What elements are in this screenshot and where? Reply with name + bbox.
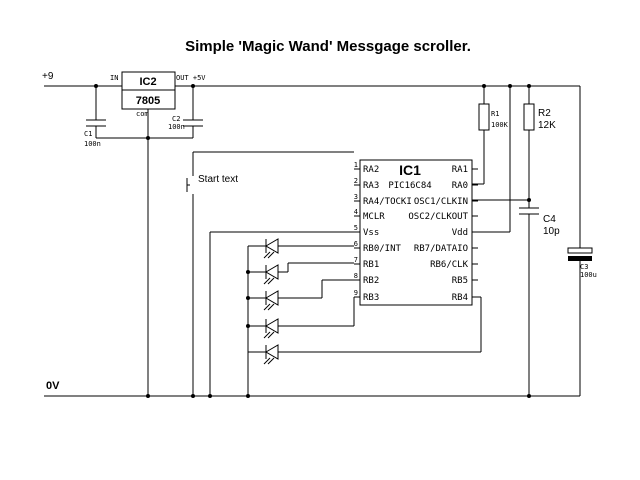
resistor-r1: R1 100K: [472, 86, 509, 185]
pin-label: RB1: [363, 260, 379, 270]
pin-number: 5: [354, 224, 358, 232]
supply-label: +9: [42, 71, 54, 82]
c2-value: 100n: [168, 123, 185, 131]
pin-label: RA3: [363, 181, 379, 191]
pin-label: RB5: [452, 276, 468, 286]
pin-number: 2: [354, 177, 358, 185]
pin-label: RB7/DATAIO: [414, 244, 468, 254]
pin-label: Vdd: [452, 228, 468, 238]
c3-value: 100u: [580, 271, 597, 279]
pin-number: 9: [354, 289, 358, 297]
r2-name: R2: [538, 108, 551, 119]
r1-value: 100K: [491, 121, 509, 129]
r1-name: R1: [491, 110, 499, 118]
regulator-name: IC2: [139, 76, 156, 88]
pin-label: RB4: [452, 293, 468, 303]
c4-value: 10p: [543, 226, 560, 237]
mcu-name: IC1: [399, 162, 421, 178]
regulator-ic2: IC2 7805 IN OUT +5V com: [110, 71, 206, 396]
pin-label: Vss: [363, 228, 379, 238]
c4-name: C4: [543, 214, 556, 225]
capacitor-c2: C2 100n: [168, 86, 203, 138]
ground-rail: 0V: [44, 380, 580, 397]
r2-value: 12K: [538, 120, 556, 131]
pin-label: RA0: [452, 181, 468, 191]
pin-label: RA2: [363, 165, 379, 175]
regulator-pin-com: com: [136, 110, 149, 118]
pin-number: 4: [354, 208, 358, 216]
capacitor-c4: C4 10p: [519, 207, 560, 396]
pin-number: 3: [354, 193, 358, 201]
pin-label: RB3: [363, 293, 379, 303]
regulator-pin-in: IN: [110, 74, 118, 82]
pin-label: RB6/CLK: [430, 260, 469, 270]
capacitor-c3: C3 100u: [567, 86, 597, 396]
pin-number: 1: [354, 161, 358, 169]
ground-label: 0V: [46, 380, 60, 392]
vss-wire: [209, 231, 354, 396]
pin-label: MCLR: [363, 212, 385, 222]
pin-number: 6: [354, 240, 358, 248]
pin-label: RA4/TOCKI: [363, 197, 412, 207]
pin-label: OSC1/CLKIN: [414, 197, 468, 207]
led-array: [247, 238, 482, 396]
mcu-part: PIC16C84: [388, 181, 431, 191]
c2-name: C2: [172, 115, 180, 123]
regulator-part: 7805: [136, 95, 160, 107]
pin-label: OSC2/CLKOUT: [408, 212, 468, 222]
diagram-title: Simple 'Magic Wand' Messgage scroller.: [185, 38, 471, 55]
junction-dots: [94, 84, 531, 398]
switch-label: Start text: [198, 174, 238, 185]
supply-rail: +9: [42, 71, 580, 87]
pin-label: RB2: [363, 276, 379, 286]
led-diode-icon: [248, 344, 281, 365]
pin-label: RA1: [452, 165, 468, 175]
led-diode-icon: [248, 318, 281, 339]
c3-name: C3: [580, 263, 588, 271]
led-diode-icon: [248, 290, 281, 311]
resistor-r2: R2 12K: [472, 86, 556, 208]
pin-number: 7: [354, 256, 358, 264]
pin-label: RB0/INT: [363, 244, 402, 254]
start-switch: Start text: [186, 151, 354, 396]
vdd-wire: [472, 86, 511, 233]
c1-name: C1: [84, 130, 92, 138]
capacitor-c1: C1 100n: [84, 86, 193, 148]
led-diode-icon: [248, 238, 281, 259]
regulator-pin-out: OUT +5V: [176, 74, 206, 82]
led-diode-icon: [248, 264, 281, 285]
c1-value: 100n: [84, 140, 101, 148]
pin-number: 8: [354, 272, 358, 280]
